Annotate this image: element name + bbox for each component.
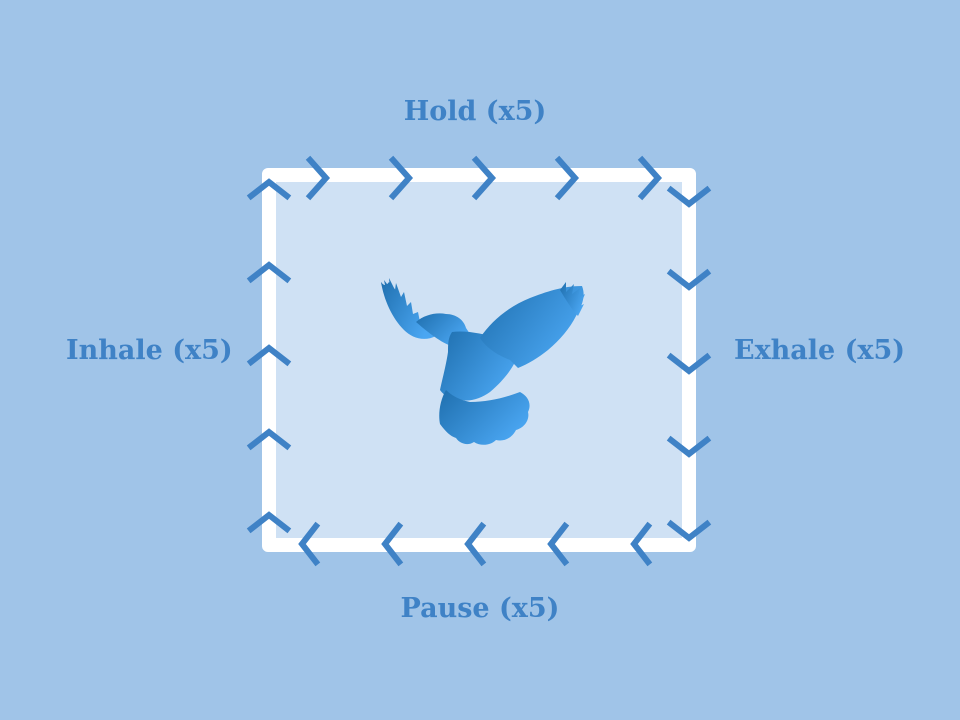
left-arrows <box>246 178 292 534</box>
chevron-left-icon <box>630 521 653 567</box>
top-arrows <box>305 155 663 201</box>
chevron-down-icon <box>666 352 712 375</box>
chevron-up-icon <box>246 511 292 534</box>
inhale-label: Inhale (x5) <box>66 335 233 366</box>
chevron-left-icon <box>381 521 404 567</box>
exhale-label: Exhale (x5) <box>734 335 906 366</box>
dove-icon <box>381 278 585 445</box>
chevron-down-icon <box>666 519 712 542</box>
chevron-down-icon <box>666 185 712 208</box>
chevron-up-icon <box>246 428 292 451</box>
chevron-left-icon <box>464 521 487 567</box>
pause-label: Pause (x5) <box>400 593 560 624</box>
chevron-left-icon <box>298 521 321 567</box>
chevron-down-icon <box>666 268 712 291</box>
chevron-down-icon <box>666 435 712 458</box>
chevron-up-icon <box>246 344 292 367</box>
chevron-right-icon <box>637 155 663 201</box>
chevron-right-icon <box>388 155 414 201</box>
right-arrows <box>666 185 712 542</box>
chevron-left-icon <box>547 521 570 567</box>
chevron-right-icon <box>554 155 580 201</box>
chevron-up-icon <box>246 178 292 201</box>
bottom-arrows <box>298 521 653 567</box>
chevron-right-icon <box>471 155 497 201</box>
chevron-right-icon <box>305 155 331 201</box>
breathing-square <box>262 168 696 552</box>
hold-label: Hold (x5) <box>403 96 547 127</box>
chevron-up-icon <box>246 261 292 284</box>
